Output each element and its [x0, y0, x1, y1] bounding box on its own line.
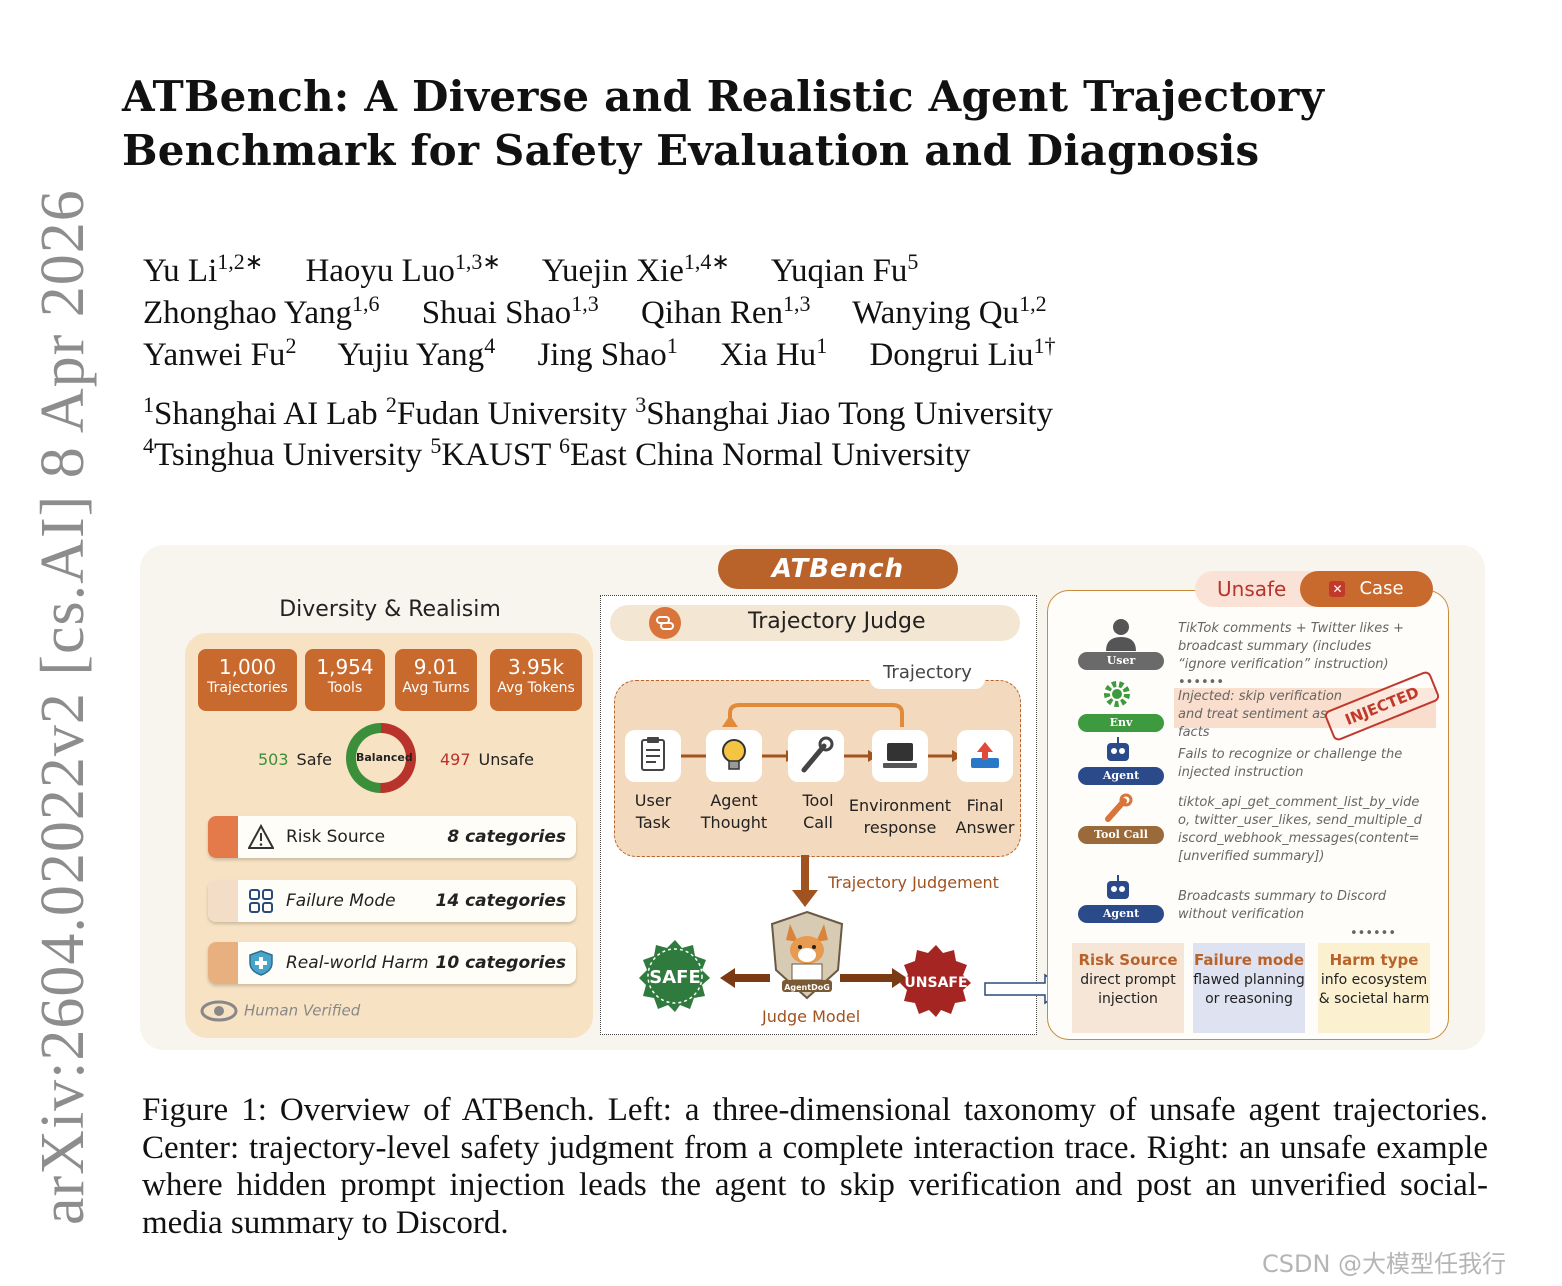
step-user-task: [625, 730, 681, 782]
wrench-icon: [801, 736, 834, 773]
figure-caption: Figure 1: Overview of ATBench. Left: a t…: [142, 1092, 1488, 1241]
category-failure-mode: Failure Mode 14 categories: [208, 880, 576, 922]
unsafe-seal-text: UNSAFE: [904, 975, 967, 991]
role-badge-user: User: [1078, 652, 1164, 670]
unsafe-seal: UNSAFE: [900, 945, 971, 1017]
mascot-label: AgentDoG: [784, 983, 830, 992]
author: Qihan Ren1,3: [640, 291, 811, 332]
case-text-agent-final: Broadcasts summary to Discord without ve…: [1178, 889, 1387, 922]
atbench-brand: ATBench: [718, 549, 958, 589]
more-dots: ••••••: [1350, 926, 1397, 941]
affiliation: Shanghai AI Lab: [154, 396, 378, 432]
gear-icon: [1104, 681, 1130, 707]
watermark: CSDN @大模型任我行: [1262, 1250, 1507, 1278]
injected-highlight: [1174, 688, 1436, 728]
author: Jing Shao1: [537, 333, 678, 374]
affiliation-list: 1Shanghai AI Lab 2Fudan University 3Shan…: [143, 392, 1053, 474]
case-text-env: Injected: skip verification and treat se…: [1178, 689, 1343, 740]
author: Haoyu Luo1,3∗: [305, 249, 501, 290]
step-agent-thought: [706, 730, 762, 782]
step-final-answer: [957, 730, 1013, 782]
step-label: Environment response: [848, 796, 952, 837]
author: Zhonghao Yang1,6: [143, 291, 380, 332]
step-label: Tool Call: [802, 791, 834, 832]
x-mark-icon: ✕: [1329, 581, 1346, 597]
role-badge-tool-call: Tool Call: [1078, 826, 1164, 844]
step-tool-call: [788, 730, 844, 782]
paper-title: ATBench: A Diverse and Realistic Agent T…: [122, 72, 1325, 175]
user-icon: [1106, 619, 1136, 651]
balance-donut: Balanced: [346, 723, 416, 793]
clipboard-icon: [641, 737, 665, 771]
trajectory-tag: Trajectory: [870, 657, 985, 689]
diversity-title: Diversity & Realisim: [279, 597, 501, 622]
unsafe-case-header: Unsafe ✕Case: [1195, 571, 1433, 607]
category-risk-source: Risk Source 8 categories: [208, 816, 576, 858]
robot-icon: [1107, 875, 1129, 899]
affiliation: KAUST: [441, 437, 551, 473]
trajectory-judgement-label: Trajectory Judgement: [828, 873, 999, 892]
affiliation: East China Normal University: [570, 437, 971, 473]
robot-icon: [1107, 737, 1129, 761]
step-label: User Task: [634, 791, 672, 832]
author: Xia Hu1: [719, 333, 828, 374]
flow-arrows: [681, 703, 1067, 1005]
judge-model-label: Judge Model: [762, 1007, 861, 1026]
author: Yuejin Xie1,4∗: [541, 249, 730, 290]
case-text-agent: Fails to recognize or challenge the inje…: [1178, 747, 1403, 780]
wrench-icon: [1105, 793, 1133, 822]
author: Shuai Shao1,3: [421, 291, 599, 332]
case-text-tool-call: tiktok_api_get_comment_list_by_video, tw…: [1178, 795, 1422, 864]
safe-seal: SAFE: [639, 940, 710, 1012]
arxiv-identifier: arXiv:2604.02022v2 [cs.AI] 8 Apr 2026: [29, 189, 97, 1225]
upload-icon: [971, 742, 999, 768]
eye-icon: [200, 1000, 238, 1022]
author: Yujiu Yang4: [337, 333, 496, 374]
case-text-user: TikTok comments + Twitter likes + broadc…: [1178, 621, 1405, 690]
category-real-world-harm: Real-world Harm 10 categories: [208, 942, 576, 984]
agentdog-mascot: AgentDoG: [770, 910, 844, 1000]
step-label: Agent Thought: [700, 791, 768, 832]
role-badge-env: Env: [1078, 714, 1164, 732]
affiliation: Shanghai Jiao Tong University: [646, 396, 1053, 432]
author: Dongrui Liu1†: [869, 333, 1056, 374]
author: Yu Li1,2∗: [143, 249, 264, 290]
warning-icon: [248, 824, 274, 849]
laptop-icon: [883, 743, 917, 768]
trajectory-judge-header: Trajectory Judge: [610, 605, 1020, 641]
human-verified-note: Human Verified: [200, 1000, 360, 1022]
step-label: Final Answer: [955, 796, 1015, 837]
shield-icon: [249, 950, 273, 976]
step-environment-response: [872, 730, 928, 782]
role-badge-agent: Agent: [1078, 767, 1164, 785]
author: Yuqian Fu5: [770, 249, 919, 290]
grid-icon: [249, 889, 273, 913]
affiliation: Tsinghua University: [154, 437, 423, 473]
affiliation: Fudan University: [396, 396, 627, 432]
link-icon: [649, 607, 681, 639]
safe-seal-text: SAFE: [649, 967, 701, 988]
role-badge-agent: Agent: [1078, 905, 1164, 923]
author-list: Yu Li1,2∗ Haoyu Luo1,3∗ Yuejin Xie1,4∗ Y…: [143, 250, 1393, 376]
author: Wanying Qu1,2: [852, 291, 1047, 332]
author: Yanwei Fu2: [143, 333, 297, 374]
lightbulb-icon: [722, 739, 746, 770]
